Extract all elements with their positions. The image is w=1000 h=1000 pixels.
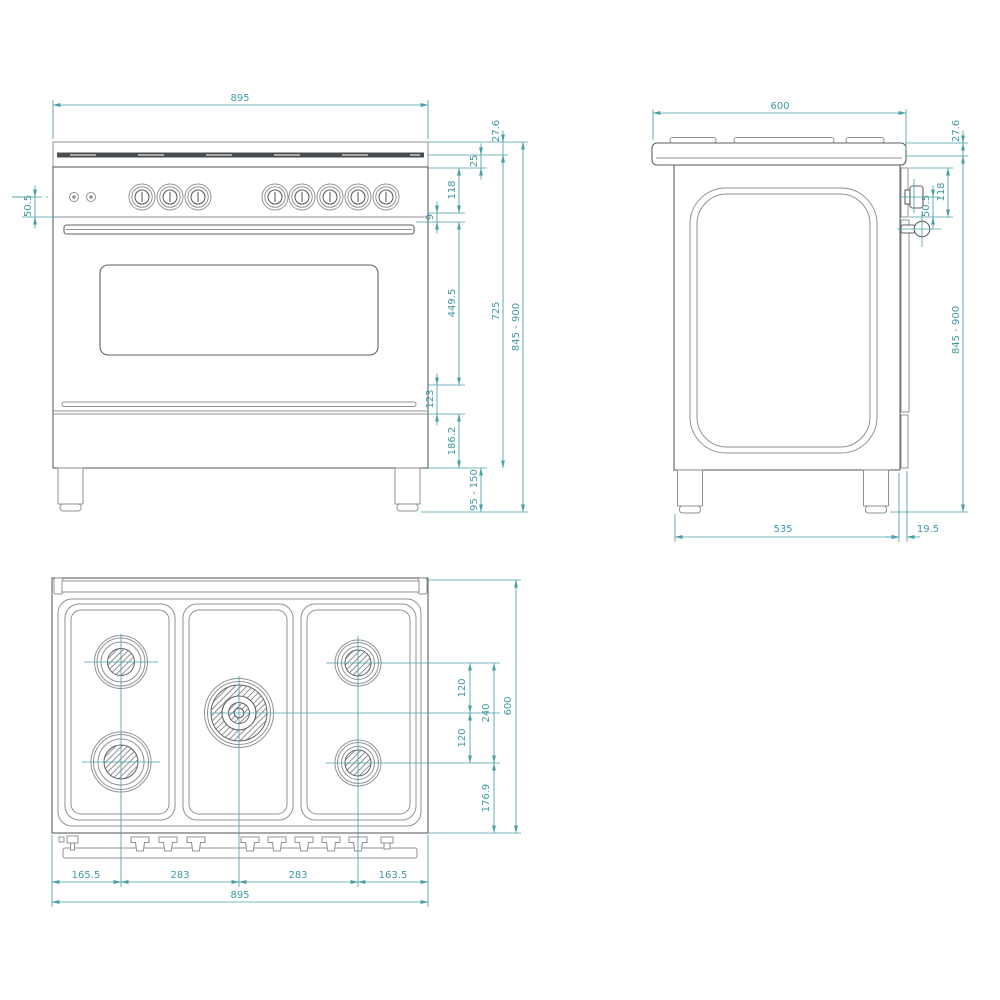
- pan-support-center: [182, 603, 294, 821]
- dim-top-burner-gap-lower: 120: [457, 728, 468, 747]
- front-view-body: [12, 141, 429, 512]
- foot: [863, 469, 889, 514]
- dim-side-overall-height: 845 - 900: [951, 306, 962, 354]
- foot: [394, 467, 421, 512]
- pan-support-left: [64, 603, 176, 821]
- front-view-dimensions: 895 27.6 25 118 9 449.5 725: [12, 93, 528, 513]
- dim-front-panel-to-handle: 9: [425, 214, 436, 220]
- dim-side-door-offset: 19.5: [917, 524, 939, 535]
- front-view: 895 27.6 25 118 9 449.5 725: [12, 93, 528, 513]
- dim-side-hob-thickness: 27.6: [951, 120, 962, 142]
- top-view-body: [51, 577, 429, 859]
- dim-front-body-height: 725: [491, 301, 502, 320]
- side-view: 600 27.6 845 - 900 118 50.5 535 19.5: [651, 101, 968, 542]
- side-view-body: [651, 137, 931, 514]
- dim-front-button-offset: 50.5: [23, 195, 34, 217]
- oven-door-window: [99, 264, 379, 356]
- dim-top-seg-left: 165.5: [72, 870, 101, 881]
- dim-side-depth: 600: [770, 101, 789, 112]
- handle-top-view: [62, 847, 418, 859]
- dim-front-hob-thickness: 27.6: [491, 120, 502, 142]
- dim-top-seg-center-right: 283: [288, 870, 307, 881]
- dim-top-depth: 600: [503, 696, 514, 715]
- side-body: [673, 164, 901, 471]
- dim-front-drawer-height: 186.2: [447, 427, 458, 456]
- dim-front-door-height: 449.5: [447, 289, 458, 318]
- foot: [677, 469, 703, 514]
- dim-front-overall-height: 845 - 900: [511, 303, 522, 351]
- dim-top-burner-span: 240: [481, 703, 492, 722]
- dim-front-width: 895: [230, 93, 249, 104]
- pan-support: [845, 137, 885, 144]
- dim-front-hob-to-panel: 25: [469, 155, 480, 168]
- side-panel-emboss-inner: [696, 193, 871, 448]
- cooktop-outline: [51, 577, 429, 834]
- foot: [57, 467, 84, 512]
- backsplash-rail: [61, 580, 420, 593]
- drawer-front-strip: [900, 414, 909, 469]
- dim-front-door-bottom-trim: 123: [425, 389, 436, 408]
- hob-profile: [651, 142, 907, 166]
- dim-top-seg-center-left: 283: [170, 870, 189, 881]
- igniter-button-top-view: [66, 835, 79, 851]
- dim-top-seg-right: 163.5: [379, 870, 408, 881]
- pan-support: [669, 137, 717, 144]
- dim-top-burner-front-offset: 176.9: [481, 784, 492, 813]
- dim-side-base-depth: 535: [773, 524, 792, 535]
- top-view-dimensions: 120 120 240 176.9 600 165.5 283 283 163.…: [51, 579, 521, 907]
- top-view: 120 120 240 176.9 600 165.5 283 283 163.…: [51, 577, 521, 907]
- dim-front-panel-height: 118: [447, 180, 458, 199]
- door-vent-slot: [61, 401, 417, 407]
- pan-support: [733, 137, 835, 144]
- latch-detail: [58, 836, 65, 843]
- door-front-strip: [900, 219, 910, 413]
- hob-surface: [57, 598, 422, 827]
- pan-support-right: [300, 603, 417, 821]
- ignition-buttons: [69, 192, 96, 202]
- hob-grate-strip: [57, 152, 424, 158]
- end-bracket-top-view: [380, 836, 394, 850]
- dim-top-width: 895: [230, 890, 249, 901]
- side-panel-emboss-outer: [689, 187, 878, 454]
- oven-body: [52, 166, 429, 469]
- dim-side-knob-offset: 50.5: [921, 195, 932, 217]
- dim-front-feet-height: 95 - 150: [469, 469, 480, 511]
- dim-top-burner-gap-upper: 120: [457, 678, 468, 697]
- dim-side-panel-height: 118: [936, 182, 947, 201]
- side-view-dimensions: 600 27.6 845 - 900 118 50.5 535 19.5: [652, 101, 968, 542]
